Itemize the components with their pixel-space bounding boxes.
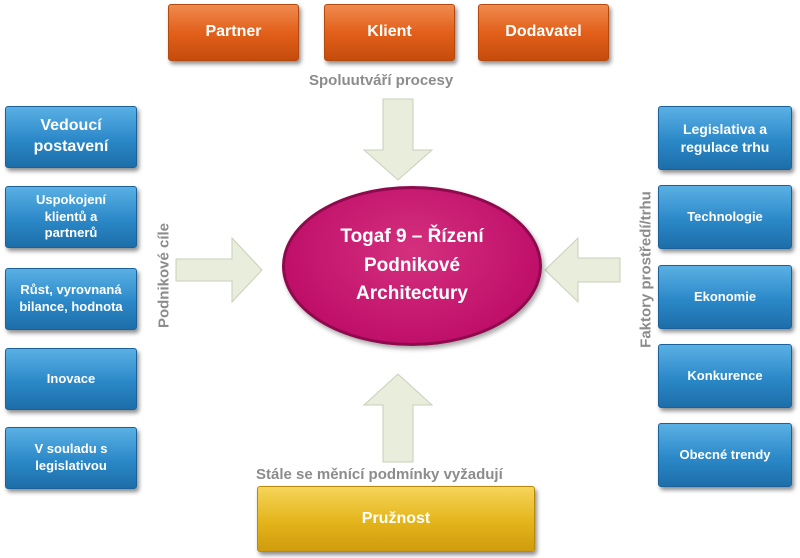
partner-label: Partner <box>205 23 262 41</box>
left-box-3-line-2: bilance, hodnota <box>19 299 123 314</box>
right-box-1-line-1: Legislativa a <box>682 120 768 137</box>
right-box-4: Konkurence <box>658 344 792 408</box>
center-line-1: Togaf 9 – Řízení <box>340 226 484 248</box>
right-box-3-line-1: Ekonomie <box>693 288 757 304</box>
klient-label: Klient <box>367 23 412 41</box>
arrow-left <box>544 236 621 304</box>
left-box-1: Vedoucí postavení <box>5 106 137 168</box>
bottom-box-label: Pružnost <box>361 509 431 527</box>
top-label: Spoluutváří procesy <box>309 72 454 89</box>
left-box-2-line-2: klientů a <box>44 208 98 224</box>
right-box-3: Ekonomie <box>658 265 792 329</box>
arrow-down <box>362 98 434 181</box>
left-box-4-line-1: Inovace <box>46 370 96 386</box>
left-box-5-line-1: V souladu s <box>34 441 108 457</box>
left-box-1-line-1: Vedoucí <box>40 117 102 135</box>
right-box-4-line-1: Konkurence <box>687 367 763 383</box>
dodavatel-box: Dodavatel <box>478 4 609 61</box>
bottom-label: Stále se měnící podmínky vyžadují <box>256 466 503 483</box>
arrow-right <box>175 236 263 304</box>
right-box-5-line-1: Obecné trendy <box>679 446 771 462</box>
right-box-1: Legislativa a regulace trhu <box>658 106 792 170</box>
bottom-box: Pružnost <box>257 486 535 552</box>
right-box-2-line-1: Technologie <box>687 208 763 224</box>
arrow-up <box>362 373 434 463</box>
left-box-2-line-1: Uspokojení <box>35 191 107 207</box>
center-line-3: Architectury <box>356 283 468 305</box>
left-box-4: Inovace <box>5 348 137 410</box>
klient-box: Klient <box>324 4 455 61</box>
right-box-1-line-2: regulace trhu <box>680 139 770 155</box>
left-box-5: V souladu s legislativou <box>5 427 137 489</box>
center-ellipse: Togaf 9 – Řízení Podnikové Architectury <box>282 186 542 346</box>
left-box-1-line-2: postavení <box>33 138 109 155</box>
dodavatel-label: Dodavatel <box>505 23 582 41</box>
left-box-2: Uspokojení klientů a partnerů <box>5 186 137 248</box>
right-box-2: Technologie <box>658 185 792 249</box>
left-box-3: Růst, vyrovnaná bilance, hodnota <box>5 268 137 330</box>
left-label: Podnikové cíle <box>155 222 173 329</box>
left-box-3-line-1: Růst, vyrovnaná <box>20 282 122 298</box>
left-box-5-line-2: legislativou <box>35 458 107 473</box>
left-box-2-line-3: partnerů <box>44 225 98 241</box>
partner-box: Partner <box>168 4 299 61</box>
center-line-2: Podnikové <box>363 254 461 276</box>
right-label: Faktory prostředí/trhu <box>637 191 655 348</box>
right-box-5: Obecné trendy <box>658 423 792 487</box>
